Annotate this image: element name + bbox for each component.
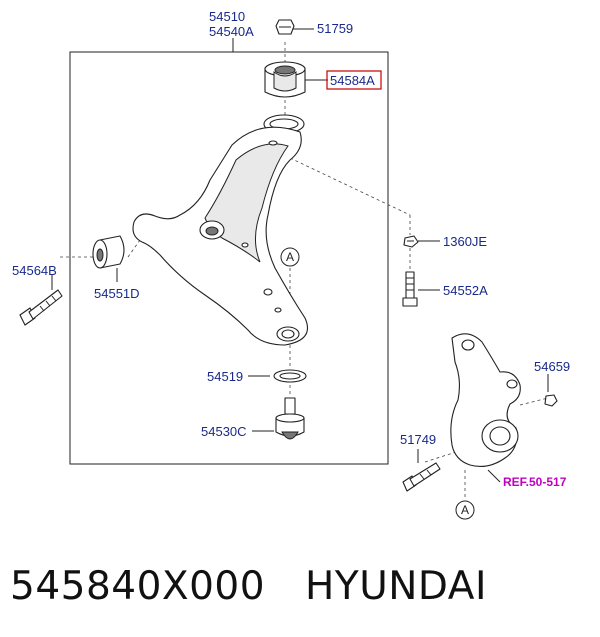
highlight-box — [326, 70, 382, 90]
bushing-g-icon — [264, 61, 306, 98]
axis-nut-knuckle — [519, 397, 549, 406]
axis-to-nut-mid — [289, 157, 411, 216]
bolt-left-icon — [19, 289, 63, 326]
label-bolt-left[interactable]: 54564B — [12, 263, 57, 278]
caption-brand: HYUNDAI — [305, 563, 487, 609]
steering-knuckle-icon — [450, 333, 521, 467]
label-bolt-knuckle[interactable]: 51749 — [400, 432, 436, 447]
label-arm-assy-1[interactable]: 54510 — [209, 9, 245, 24]
nut-mid-icon — [403, 235, 419, 248]
view-a-top-marker: A — [280, 247, 300, 267]
bushing-ring-icon — [263, 114, 305, 134]
leader-ref — [487, 469, 501, 483]
bushing-a-icon — [92, 235, 125, 269]
lower-arm-icon — [132, 126, 309, 346]
view-a-top-label: A — [286, 250, 294, 264]
label-nut-top[interactable]: 51759 — [317, 21, 353, 36]
caption: 545840X000 HYUNDAI — [10, 556, 487, 616]
label-bushing-g[interactable]: 54584A — [330, 73, 375, 88]
label-arm-assy-2[interactable]: 54540A — [209, 24, 254, 39]
caption-part-number: 545840X000 — [10, 563, 266, 609]
parts-diagram: A A 54510 54540A 51759 54584A 54564B 545… — [12, 9, 570, 520]
label-nut-knuckle[interactable]: 54659 — [534, 359, 570, 374]
label-dust-cover[interactable]: 54519 — [207, 369, 243, 384]
axis-bolt-knuckle — [424, 451, 457, 463]
label-bushing-a[interactable]: 54551D — [94, 286, 140, 301]
view-a-bottom-marker: A — [455, 500, 475, 520]
ball-joint-icon — [275, 397, 305, 440]
view-a-bottom-label: A — [461, 503, 469, 517]
nut-knuckle-icon — [544, 394, 558, 407]
axis-arm-front — [127, 239, 141, 258]
label-ball-joint[interactable]: 54530C — [201, 424, 247, 439]
label-nut-mid[interactable]: 1360JE — [443, 234, 487, 249]
label-ref[interactable]: REF.50-517 — [503, 475, 567, 489]
assembly-frame — [69, 51, 389, 465]
bolt-knuckle-icon — [402, 462, 441, 492]
nut-top-icon — [275, 19, 295, 35]
label-bolt-mid[interactable]: 54552A — [443, 283, 488, 298]
dust-cover-icon — [273, 369, 307, 383]
bolt-mid-icon — [402, 271, 418, 307]
